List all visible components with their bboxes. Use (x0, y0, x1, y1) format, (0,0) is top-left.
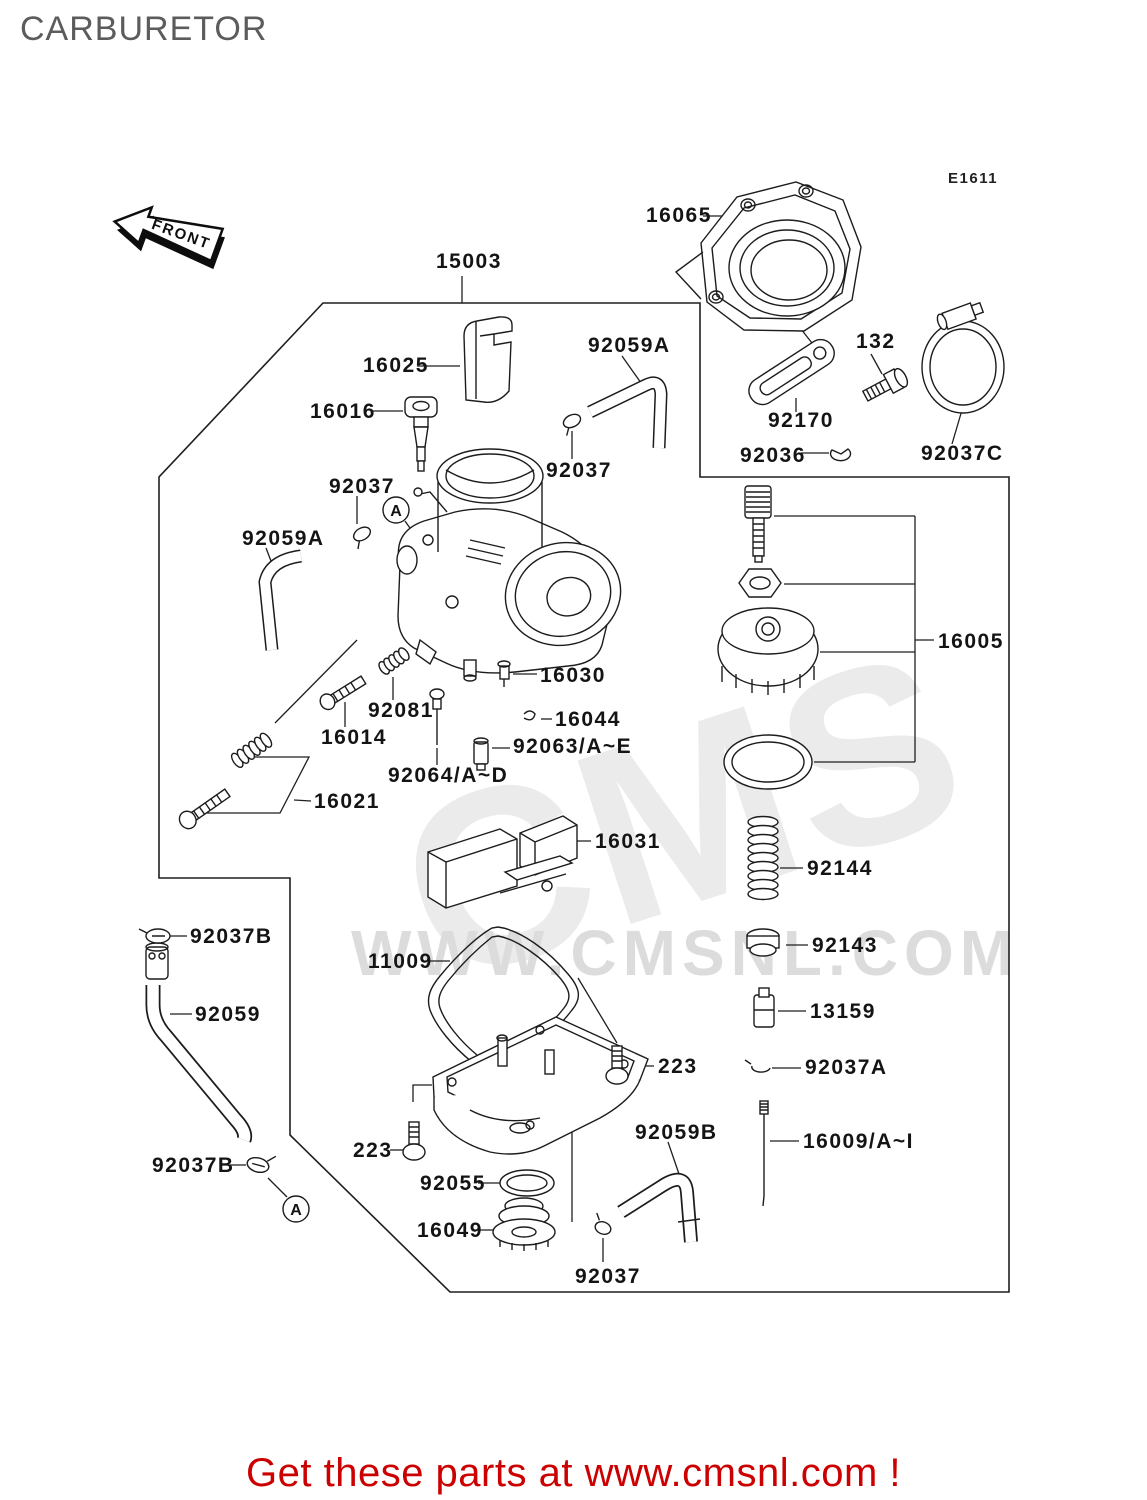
part-label-92059: 92059 (195, 1003, 261, 1026)
clip-92037B-top-drawing (138, 928, 171, 944)
part-label-15003: 15003 (436, 250, 502, 273)
part-label-92143: 92143 (812, 934, 878, 957)
part-label-92055: 92055 (420, 1172, 486, 1195)
clip-92037-bottom-drawing (594, 1212, 612, 1235)
hose-92059B-drawing (617, 1172, 701, 1243)
part-label-16030: 16030 (540, 664, 606, 687)
clip-16044-drawing (523, 710, 536, 721)
part-label-92037-bottom: 92037 (575, 1265, 641, 1288)
clip-92037B-bottom-drawing (246, 1155, 277, 1174)
kit-16021-outline (207, 756, 311, 814)
part-label-92064: 92064/A~D (388, 764, 508, 787)
part-label-223-right: 223 (658, 1055, 698, 1078)
jet-holder-92143-drawing (746, 928, 780, 957)
part-label-92037B-bottom: 92037B (152, 1154, 235, 1177)
clip-92036-drawing (829, 448, 852, 462)
strap-92170-drawing (748, 338, 835, 406)
page-title: CARBURETOR (20, 10, 268, 48)
part-label-92037-top: 92037 (546, 459, 612, 482)
callout-A-bottom-drawing: A (282, 1195, 310, 1223)
jet-needle-16009-drawing (759, 1100, 769, 1207)
slide-16025-drawing (463, 316, 513, 403)
front-arrow-face (112, 205, 225, 263)
part-label-16025: 16025 (363, 354, 429, 377)
part-label-223-left: 223 (353, 1139, 393, 1162)
front-arrow: FRONT (112, 205, 225, 270)
part-label-11009: 11009 (368, 950, 433, 973)
part-label-92063: 92063/A~E (513, 735, 632, 758)
part-label-92037A: 92037A (805, 1056, 888, 1079)
cap-kit-16005-drawing (717, 485, 819, 790)
hose-92059-drawing (145, 942, 253, 1143)
clamp-92037C-drawing (921, 301, 1005, 414)
screw-16014-drawing (319, 675, 367, 711)
footer-promo-text: Get these parts at www.cmsnl.com ! (246, 1451, 901, 1495)
screw-223-left-drawing (402, 1121, 426, 1161)
part-label-92059B: 92059B (635, 1121, 718, 1144)
part-label-92037-left: 92037 (329, 475, 395, 498)
callout-A-bottom-letter: A (290, 1202, 302, 1219)
plug-16049-drawing (492, 1197, 556, 1251)
jet-92063-drawing (473, 737, 489, 771)
part-label-92036: 92036 (740, 444, 806, 467)
clip-92037-top-drawing (562, 413, 582, 436)
part-label-92037B-top: 92037B (190, 925, 273, 948)
oring-92055-drawing (499, 1169, 555, 1197)
part-label-92081: 92081 (368, 699, 434, 722)
part-label-16049: 16049 (417, 1219, 483, 1242)
hose-92059A-right-drawing (587, 376, 668, 449)
part-label-16031: 16031 (595, 830, 661, 853)
bolt-132-drawing (861, 367, 909, 402)
part-label-13159: 13159 (810, 1000, 876, 1023)
clip-92037-left-drawing (352, 526, 372, 550)
float-bowl-drawing (432, 1016, 649, 1155)
intake-manifold-drawing (674, 181, 862, 332)
part-label-92144: 92144 (807, 857, 873, 880)
part-label-92170: 92170 (768, 409, 834, 432)
spring-92144-drawing (747, 815, 779, 901)
diagram-code: E1611 (948, 170, 998, 187)
part-label-132: 132 (856, 330, 896, 353)
float-16031-drawing (427, 815, 578, 909)
valve-13159-drawing (753, 987, 775, 1028)
jet-16030-drawing (497, 660, 511, 687)
part-label-92059A-left: 92059A (242, 527, 325, 550)
part-label-16021: 16021 (314, 790, 380, 813)
screw-223-right-drawing (605, 1045, 629, 1085)
part-label-16014: 16014 (321, 726, 387, 749)
needle-16016-drawing (404, 396, 438, 472)
oring-92037A-drawing (744, 1059, 771, 1073)
part-label-92037C: 92037C (921, 442, 1004, 465)
part-label-16016: 16016 (310, 400, 376, 423)
screw-kit-16021-drawing (178, 732, 273, 830)
part-label-16005: 16005 (938, 630, 1004, 653)
part-labels: 15003 16065 16025 92059A 16016 132 92170… (152, 204, 1004, 1288)
carburetor-body-drawing (396, 448, 622, 682)
screw-92064-drawing (429, 688, 445, 745)
callout-A-top-drawing: A (382, 496, 410, 524)
spring-92081-drawing (378, 647, 410, 675)
part-label-16009: 16009/A~I (803, 1130, 914, 1153)
assembly-group-outline (158, 302, 1010, 1293)
callout-A-top-letter: A (390, 503, 402, 520)
part-label-16044: 16044 (555, 708, 621, 731)
part-label-92059A-right: 92059A (588, 334, 671, 357)
part-label-16065: 16065 (646, 204, 712, 227)
hose-92059A-left-drawing (258, 549, 303, 651)
